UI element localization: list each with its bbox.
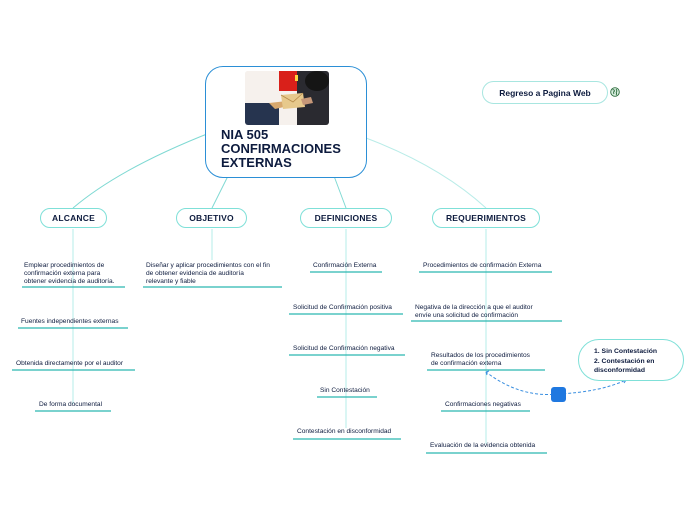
relation-handle[interactable] <box>551 387 566 402</box>
subtopic-text: Procedimientos de confirmación Externa <box>423 262 542 269</box>
central-title-line: EXTERNAS <box>221 155 292 170</box>
subtopic-text: De forma documental <box>39 401 103 408</box>
subtopic-text: Obtenida directamente por el auditor <box>16 360 124 367</box>
subtopic-alcance-3[interactable]: Obtenida directamente por el auditor <box>16 360 123 368</box>
callout-text: 1. Sin Contestación <box>594 348 658 355</box>
central-title-line: NIA 505 <box>221 127 269 142</box>
subtopic-text: Diseñar y aplicar procedimientos con el … <box>146 262 270 269</box>
subtopic-text: Sin Contestación <box>320 387 370 394</box>
subtopic-text: obtener evidencia de auditoría. <box>24 278 115 285</box>
subtopic-text: Solicitud de Confirmación positiva <box>293 304 392 311</box>
central-title: NIA 505 CONFIRMACIONES EXTERNAS <box>221 128 366 170</box>
topic-label: OBJETIVO <box>189 213 234 223</box>
subtopic-alcance-1[interactable]: Emplear procedimientos de confirmación e… <box>24 262 115 286</box>
callout-text: disconformidad <box>594 367 645 374</box>
connector-requerimientos <box>365 137 487 209</box>
subtopic-requerimientos-4[interactable]: Confirmaciones negativas <box>445 401 521 409</box>
subtopic-definiciones-2[interactable]: Solicitud de Confirmación positiva <box>293 304 392 312</box>
topic-requerimientos[interactable]: REQUERIMIENTOS <box>432 208 540 228</box>
web-link-label: Regreso a Pagina Web <box>499 87 591 98</box>
subtopic-text: confirmación externa para <box>24 270 101 277</box>
relation-line-left <box>485 371 559 396</box>
subtopic-requerimientos-5[interactable]: Evaluación de la evidencia obtenida <box>430 442 535 450</box>
subtopic-alcance-2[interactable]: Fuentes independientes externas <box>21 318 119 326</box>
subtopic-alcance-4[interactable]: De forma documental <box>39 401 102 409</box>
topic-label: DEFINICIONES <box>314 213 378 223</box>
subtopic-text: relevante y fiable <box>146 278 196 285</box>
subtopic-requerimientos-2[interactable]: Negativa de la dirección a que el audito… <box>415 304 533 320</box>
relation-line-right <box>557 379 627 395</box>
topic-label: REQUERIMIENTOS <box>445 213 527 223</box>
subtopic-text: Solicitud de Confirmación negativa <box>293 345 395 352</box>
subtopic-text: Evaluación de la evidencia obtenida <box>430 442 536 449</box>
subtopic-definiciones-4[interactable]: Sin Contestación <box>320 387 370 395</box>
subtopic-text: Contestación en disconformidad <box>297 428 392 435</box>
subtopic-requerimientos-1[interactable]: Procedimientos de confirmación Externa <box>423 262 541 270</box>
subtopic-text: envíe una solicitud de confirmación <box>415 312 518 319</box>
subtopic-text: Resultados de los procedimientos <box>431 352 530 359</box>
subtopic-definiciones-3[interactable]: Solicitud de Confirmación negativa <box>293 345 395 353</box>
subtopic-text: Emplear procedimientos de <box>24 262 105 269</box>
web-link-button[interactable]: Regreso a Pagina Web <box>482 81 608 104</box>
subtopic-text: de obtener evidencia de auditoría <box>146 270 244 277</box>
topic-label: ALCANCE <box>52 213 95 223</box>
central-title-line: CONFIRMACIONES <box>221 141 341 156</box>
callout-text: 2. Contestación en <box>594 357 655 365</box>
topic-alcance[interactable]: ALCANCE <box>40 208 107 228</box>
subtopic-definiciones-5[interactable]: Contestación en disconformidad <box>297 428 391 436</box>
topic-objetivo[interactable]: OBJETIVO <box>176 208 247 228</box>
callout-note[interactable]: 1. Sin Contestación 2. Contestación en d… <box>578 339 684 381</box>
subtopic-text: Confirmaciones negativas <box>445 401 521 408</box>
subtopic-text: Confirmación Externa <box>313 262 377 269</box>
connector-alcance <box>72 131 213 209</box>
central-photo <box>245 71 329 125</box>
subtopic-text: Fuentes independientes externas <box>21 318 119 325</box>
connector-objetivo <box>211 175 229 209</box>
subtopic-objetivo-1[interactable]: Diseñar y aplicar procedimientos con el … <box>146 262 270 286</box>
central-topic[interactable]: NIA 505 CONFIRMACIONES EXTERNAS <box>205 66 367 178</box>
topic-definiciones[interactable]: DEFINICIONES <box>300 208 392 228</box>
globe-icon[interactable] <box>610 87 620 101</box>
subtopic-text: Negativa de la dirección a que el audito… <box>415 304 533 311</box>
subtopic-definiciones-1[interactable]: Confirmación Externa <box>313 262 376 270</box>
connector-definiciones <box>333 175 347 209</box>
subtopic-text: de confirmación externa <box>431 360 502 367</box>
subtopic-requerimientos-3[interactable]: Resultados de los procedimientos de conf… <box>431 352 530 368</box>
